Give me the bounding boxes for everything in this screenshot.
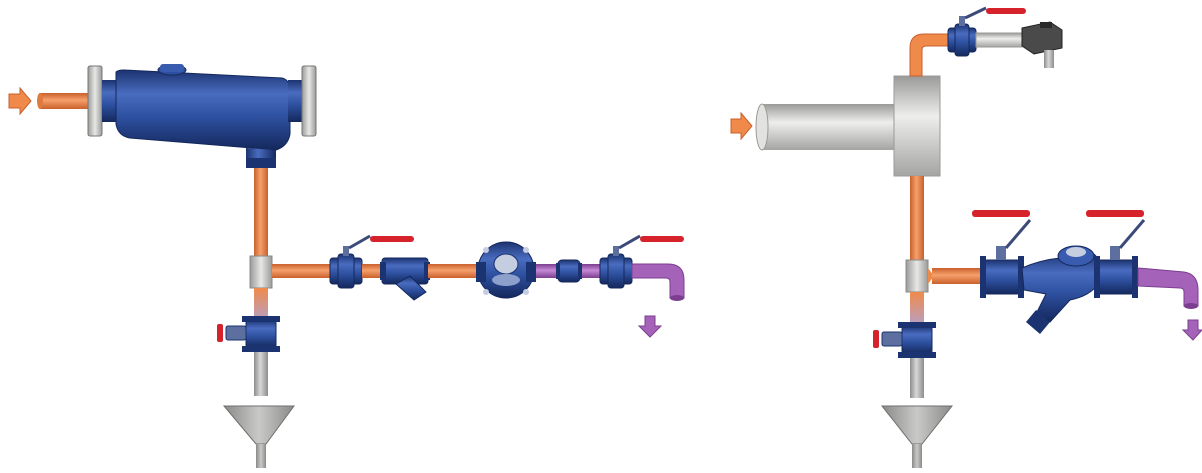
check-valve-icon [556,259,582,283]
ball-valve-icon [947,6,1026,57]
drain-funnel-icon [222,405,295,468]
blowdown-pipe [254,288,268,322]
outlet-condensate-pipe [631,263,685,299]
arrow-right-icon [8,86,32,116]
header-pipe-icon [755,75,941,177]
pipe-tee [905,259,929,293]
trap-line-pipe [932,268,984,284]
drop-pipe [254,168,268,258]
y-strainer-icon [380,257,430,301]
arrow-right-icon [730,111,753,141]
drain-funnel-icon [880,405,954,468]
inlet-steam-pipe [40,93,92,109]
arrow-down-icon [1181,319,1202,341]
drain-pipe [254,352,268,396]
blowdown-pipe [910,292,924,326]
steam-trap-icon [476,241,536,299]
ball-valve-icon [599,234,684,289]
arrow-down-icon [637,315,663,338]
drop-pipe [910,176,924,260]
vent-steam-pipe [909,33,951,77]
outlet-condensate-pipe [1137,267,1199,307]
steam-separator-icon [87,64,317,168]
left-installation [8,64,685,468]
drain-pipe [910,358,924,398]
pipe-tee [249,255,273,289]
ball-valve-icon [873,322,936,358]
right-installation [730,6,1202,468]
ball-valve-icon [217,316,280,352]
trap-line-pipe [272,264,332,278]
trap-station-icon [972,210,1146,334]
temperature-sensor-icon [1021,21,1063,68]
